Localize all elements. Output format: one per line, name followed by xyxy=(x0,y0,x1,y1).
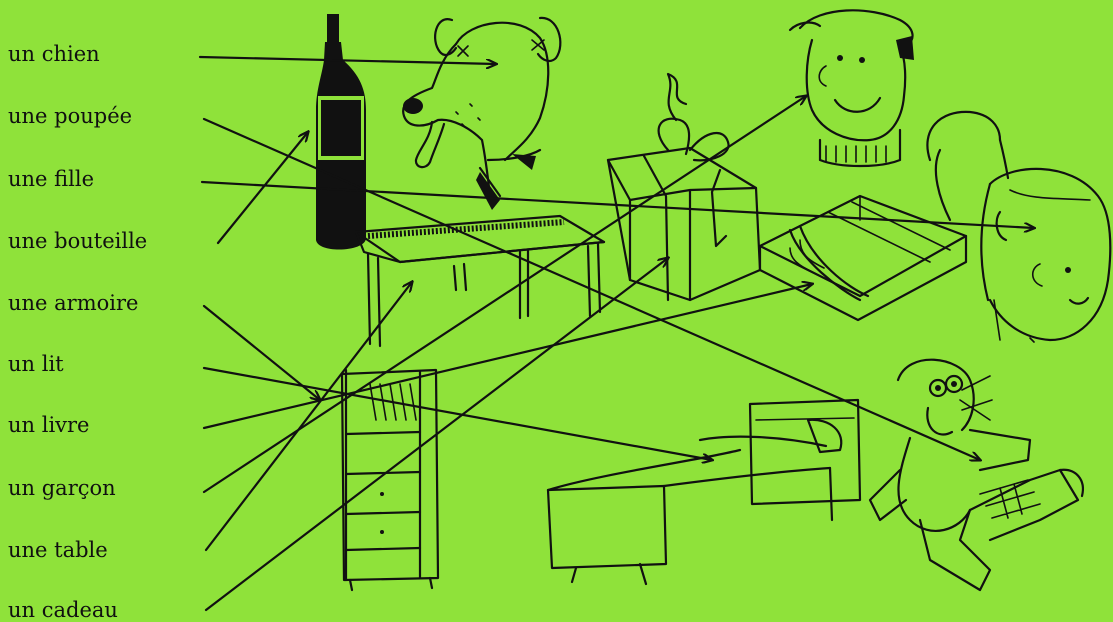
arrow-un-garcon xyxy=(204,96,806,492)
bed-drawing xyxy=(548,400,860,584)
doll-drawing xyxy=(870,360,1083,590)
boy-drawing xyxy=(790,10,914,166)
arrow-une-poupee xyxy=(204,119,980,460)
arrow-un-lit xyxy=(204,368,712,460)
arrow-une-table xyxy=(206,282,412,550)
arrow-un-chien xyxy=(200,57,496,64)
dog-drawing xyxy=(403,18,560,210)
wardrobe-drawing xyxy=(342,370,438,590)
gift-drawing xyxy=(608,74,760,300)
arrow-un-livre xyxy=(204,284,812,428)
table-drawing xyxy=(356,216,604,346)
bottle-drawing xyxy=(316,14,366,250)
